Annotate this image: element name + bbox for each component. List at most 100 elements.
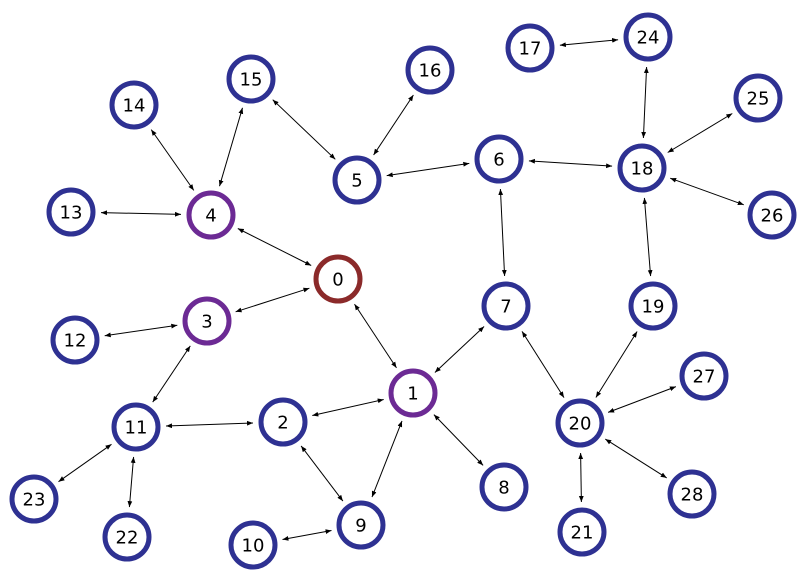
node-label: 2 xyxy=(277,413,288,434)
node-circle xyxy=(555,398,605,448)
node-circle xyxy=(481,281,531,331)
node-4: 4 xyxy=(186,190,236,240)
node-12: 12 xyxy=(50,315,100,365)
node-circle xyxy=(505,23,555,73)
edge-2-9 xyxy=(300,445,344,502)
edge-0-4 xyxy=(237,228,312,266)
node-20: 20 xyxy=(555,398,605,448)
node-5: 5 xyxy=(332,155,382,205)
node-label: 5 xyxy=(351,171,362,192)
node-label: 15 xyxy=(240,70,263,91)
edge-17-24 xyxy=(559,37,619,48)
edge-3-11 xyxy=(152,345,191,403)
node-label: 8 xyxy=(498,478,509,499)
edge-20-28 xyxy=(605,438,667,479)
node-label: 11 xyxy=(125,418,148,439)
node-circle xyxy=(667,469,717,519)
node-label: 23 xyxy=(23,490,46,511)
node-label: 3 xyxy=(201,312,212,333)
edge-0-3 xyxy=(235,287,310,313)
edge-7-20 xyxy=(521,331,565,398)
node-15: 15 xyxy=(226,54,276,104)
edge-18-25 xyxy=(667,113,733,153)
node-circle xyxy=(313,254,363,304)
node-circle xyxy=(628,281,678,331)
edge-11-22 xyxy=(127,456,136,508)
edge-11-2 xyxy=(165,420,254,429)
node-11: 11 xyxy=(111,402,161,452)
node-circle xyxy=(388,368,438,418)
edge-6-7 xyxy=(498,188,507,277)
edge-11-23 xyxy=(58,443,112,483)
node-circle xyxy=(332,155,382,205)
node-circle xyxy=(228,520,278,570)
node-circle xyxy=(617,143,667,193)
node-label: 22 xyxy=(116,528,139,549)
edge-6-18 xyxy=(528,158,613,169)
node-label: 25 xyxy=(747,89,770,110)
node-24: 24 xyxy=(623,12,673,62)
edge-1-8 xyxy=(433,414,484,466)
node-circle xyxy=(50,315,100,365)
edge-0-1 xyxy=(354,303,397,369)
node-circle xyxy=(102,512,152,562)
node-circle xyxy=(226,54,276,104)
node-circle xyxy=(258,397,308,447)
node-label: 0 xyxy=(332,270,343,291)
node-label: 14 xyxy=(123,96,146,117)
node-label: 4 xyxy=(205,206,216,227)
node-circle xyxy=(474,134,524,184)
edge-4-13 xyxy=(100,210,182,217)
edge-19-20 xyxy=(595,331,638,398)
edge-9-10 xyxy=(282,529,332,541)
node-23: 23 xyxy=(9,474,59,524)
node-label: 24 xyxy=(637,28,660,49)
node-26: 26 xyxy=(747,190,797,240)
edge-4-14 xyxy=(150,129,195,191)
edge-3-12 xyxy=(104,323,178,338)
node-circle xyxy=(679,351,729,401)
node-28: 28 xyxy=(667,469,717,519)
node-circle xyxy=(557,507,607,557)
node-25: 25 xyxy=(733,73,783,123)
edge-5-6 xyxy=(386,161,470,178)
node-label: 20 xyxy=(569,414,592,435)
node-label: 12 xyxy=(64,331,87,352)
node-label: 17 xyxy=(519,39,542,60)
node-label: 27 xyxy=(693,367,716,388)
node-label: 16 xyxy=(419,61,442,82)
node-0: 0 xyxy=(313,254,363,304)
node-circle xyxy=(111,402,161,452)
node-label: 13 xyxy=(60,203,83,224)
node-circle xyxy=(623,12,673,62)
edge-5-16 xyxy=(373,94,414,156)
node-circle xyxy=(747,190,797,240)
edge-15-5 xyxy=(272,99,336,160)
edge-1-9 xyxy=(371,420,403,498)
edge-4-15 xyxy=(218,107,244,187)
node-22: 22 xyxy=(102,512,152,562)
node-label: 19 xyxy=(642,297,665,318)
node-label: 9 xyxy=(355,516,366,537)
node-circle xyxy=(479,462,529,512)
node-label: 26 xyxy=(761,206,784,227)
edge-18-19 xyxy=(642,197,653,277)
node-6: 6 xyxy=(474,134,524,184)
edge-24-18 xyxy=(641,66,649,139)
node-7: 7 xyxy=(481,281,531,331)
node-label: 28 xyxy=(681,485,704,506)
node-circle xyxy=(405,45,455,95)
node-3: 3 xyxy=(182,296,232,346)
node-2: 2 xyxy=(258,397,308,447)
edge-20-27 xyxy=(607,386,677,413)
node-13: 13 xyxy=(46,187,96,237)
node-circle xyxy=(336,500,386,550)
node-circle xyxy=(733,73,783,123)
node-16: 16 xyxy=(405,45,455,95)
node-18: 18 xyxy=(617,143,667,193)
edge-18-26 xyxy=(670,177,744,206)
node-label: 21 xyxy=(571,523,594,544)
node-8: 8 xyxy=(479,462,529,512)
